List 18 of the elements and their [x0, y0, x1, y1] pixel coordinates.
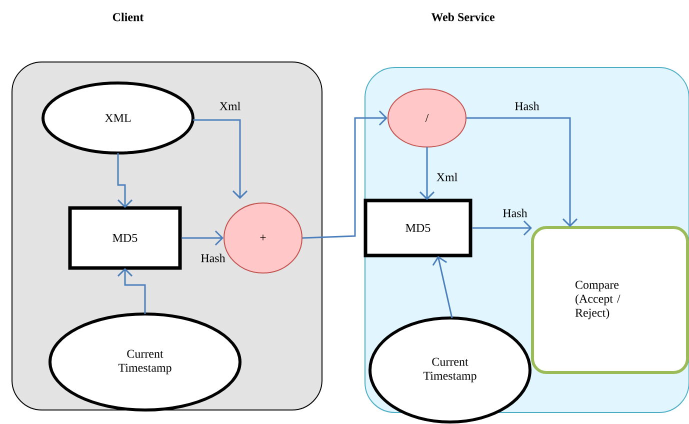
- panel-heading: Web Service: [431, 12, 495, 22]
- edge-label: Hash: [502, 208, 528, 218]
- edge-label: Hash: [200, 252, 226, 264]
- arrow: [419, 147, 435, 200]
- arrow: [117, 268, 146, 314]
- result-box: Compare (Accept / Reject): [531, 226, 689, 374]
- arrow: [466, 117, 578, 227]
- arrow: [193, 119, 248, 199]
- node-label: Current Timestamp: [118, 350, 172, 374]
- arrow: [182, 230, 224, 246]
- arrow: [117, 153, 133, 208]
- arrow: [472, 220, 532, 236]
- edge-label: Hash: [514, 100, 540, 112]
- process-box: MD5: [364, 198, 472, 258]
- panel-heading: Client: [112, 12, 144, 22]
- arrow: [302, 110, 388, 239]
- arrow: [432, 256, 453, 318]
- process-box: MD5: [68, 206, 182, 270]
